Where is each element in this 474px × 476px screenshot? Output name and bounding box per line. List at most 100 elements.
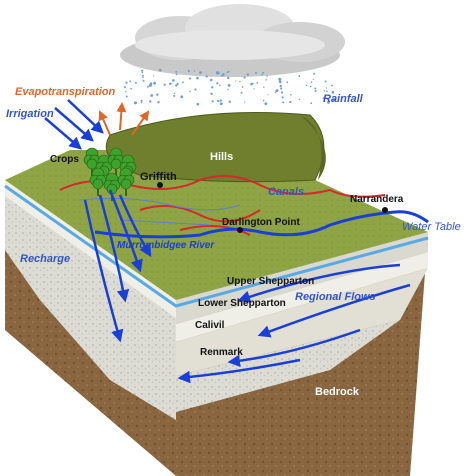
rain-drop — [298, 75, 301, 78]
rain-drop — [253, 88, 255, 90]
tree-icon — [117, 167, 135, 196]
rain-drop — [239, 80, 241, 83]
murrumbidgee-river — [94, 210, 429, 239]
rain-drop — [149, 82, 153, 85]
rain-drop — [142, 79, 145, 82]
calivil-label: Calivil — [195, 320, 225, 331]
rain-drop — [124, 86, 126, 89]
rain-drop — [332, 98, 336, 101]
evapotranspiration-arrows — [98, 102, 150, 136]
rain-drop — [187, 69, 190, 73]
rain-drop — [217, 99, 220, 103]
rain-drop — [141, 71, 144, 74]
tree-icon — [107, 147, 125, 176]
rain-drop — [264, 102, 268, 105]
rain-drop — [250, 82, 253, 86]
rainfall-label: Rainfall — [323, 93, 364, 105]
rain-drop — [278, 80, 282, 84]
rain-drop — [129, 80, 132, 83]
rain-drop — [332, 92, 334, 94]
rain-drop — [216, 82, 219, 85]
rain-drop — [173, 95, 175, 97]
rain-drop — [196, 76, 199, 80]
rain-drop — [266, 75, 269, 77]
rain-drop — [305, 84, 308, 87]
rain-drop — [281, 96, 284, 99]
rain-drop — [252, 82, 254, 85]
water-table-line — [4, 184, 429, 308]
rain-drop — [196, 102, 200, 106]
right-face-shepparton — [176, 252, 428, 342]
rain-drop — [244, 101, 246, 103]
rain-drop — [172, 79, 175, 82]
rain-drop — [171, 83, 173, 85]
rain-drop — [267, 94, 269, 96]
rain-drop — [216, 71, 219, 75]
town-marker-icon — [157, 182, 163, 188]
rain-drop — [282, 101, 285, 104]
rain-drop — [205, 75, 208, 78]
rain-drop — [175, 84, 178, 87]
rain-drop — [163, 83, 166, 86]
rain-drop — [227, 76, 230, 80]
rain-drop — [218, 84, 221, 87]
tree-icon — [89, 167, 107, 196]
town-marker-icon — [382, 207, 388, 213]
water-table-label: Water Table — [402, 221, 461, 233]
rain-drop — [211, 86, 214, 89]
canals-label: Canals — [268, 186, 304, 198]
rain-drop — [279, 84, 282, 88]
upper-shepparton-label: Upper Shepparton — [227, 276, 314, 287]
narrandera-label: Narrandera — [350, 194, 404, 205]
rain-drop — [210, 92, 213, 96]
rain-drop — [309, 85, 312, 88]
rain-drop — [227, 84, 231, 87]
recharge-label: Recharge — [20, 253, 70, 265]
rain-drop — [235, 80, 237, 82]
lower-shepparton-label: Lower Shepparton — [198, 298, 286, 309]
rain-drop — [313, 72, 315, 75]
rain-drop — [326, 90, 328, 93]
evapotranspiration-label: Evapotranspiration — [15, 86, 116, 98]
rain-drop — [142, 76, 144, 79]
rain-drop — [322, 97, 325, 100]
rain-drop — [134, 81, 137, 84]
rain-drop — [140, 99, 143, 102]
rain-drop — [134, 101, 137, 105]
rain-drop — [310, 102, 313, 105]
rain-drop — [141, 69, 144, 72]
rain-drop — [265, 79, 267, 81]
rain-drop — [125, 81, 128, 84]
rain-drop — [173, 92, 176, 95]
regional-flows-label: Regional Flows — [295, 291, 376, 303]
rain-drop — [262, 71, 265, 74]
crops-trees — [83, 147, 137, 201]
irrigation-arrows — [44, 99, 104, 150]
rain-drop — [262, 99, 265, 102]
rain-drop — [298, 98, 301, 101]
regional-flow-arrows — [177, 263, 411, 384]
rain-drop — [188, 77, 191, 80]
rain-drop — [189, 90, 191, 93]
rain-drop — [243, 76, 246, 79]
rain-drop — [274, 91, 277, 94]
rain-drop — [150, 94, 154, 97]
rain-drop — [140, 101, 143, 104]
rain-drop — [176, 83, 179, 86]
rain-drop — [125, 95, 128, 98]
rain-drop — [289, 100, 292, 104]
rain-drop — [199, 71, 202, 75]
irrigation-label: Irrigation — [6, 108, 54, 120]
hills-label: Hills — [210, 151, 233, 163]
rain-drop — [327, 101, 330, 104]
right-face-lower — [176, 268, 428, 376]
rain-drop — [310, 81, 313, 83]
cloud-icon — [120, 4, 345, 77]
rain-drop — [263, 86, 265, 88]
rain-drop — [226, 71, 229, 74]
rain-drop — [278, 77, 282, 81]
rain-drop — [331, 84, 333, 87]
rain-drop — [156, 93, 159, 96]
